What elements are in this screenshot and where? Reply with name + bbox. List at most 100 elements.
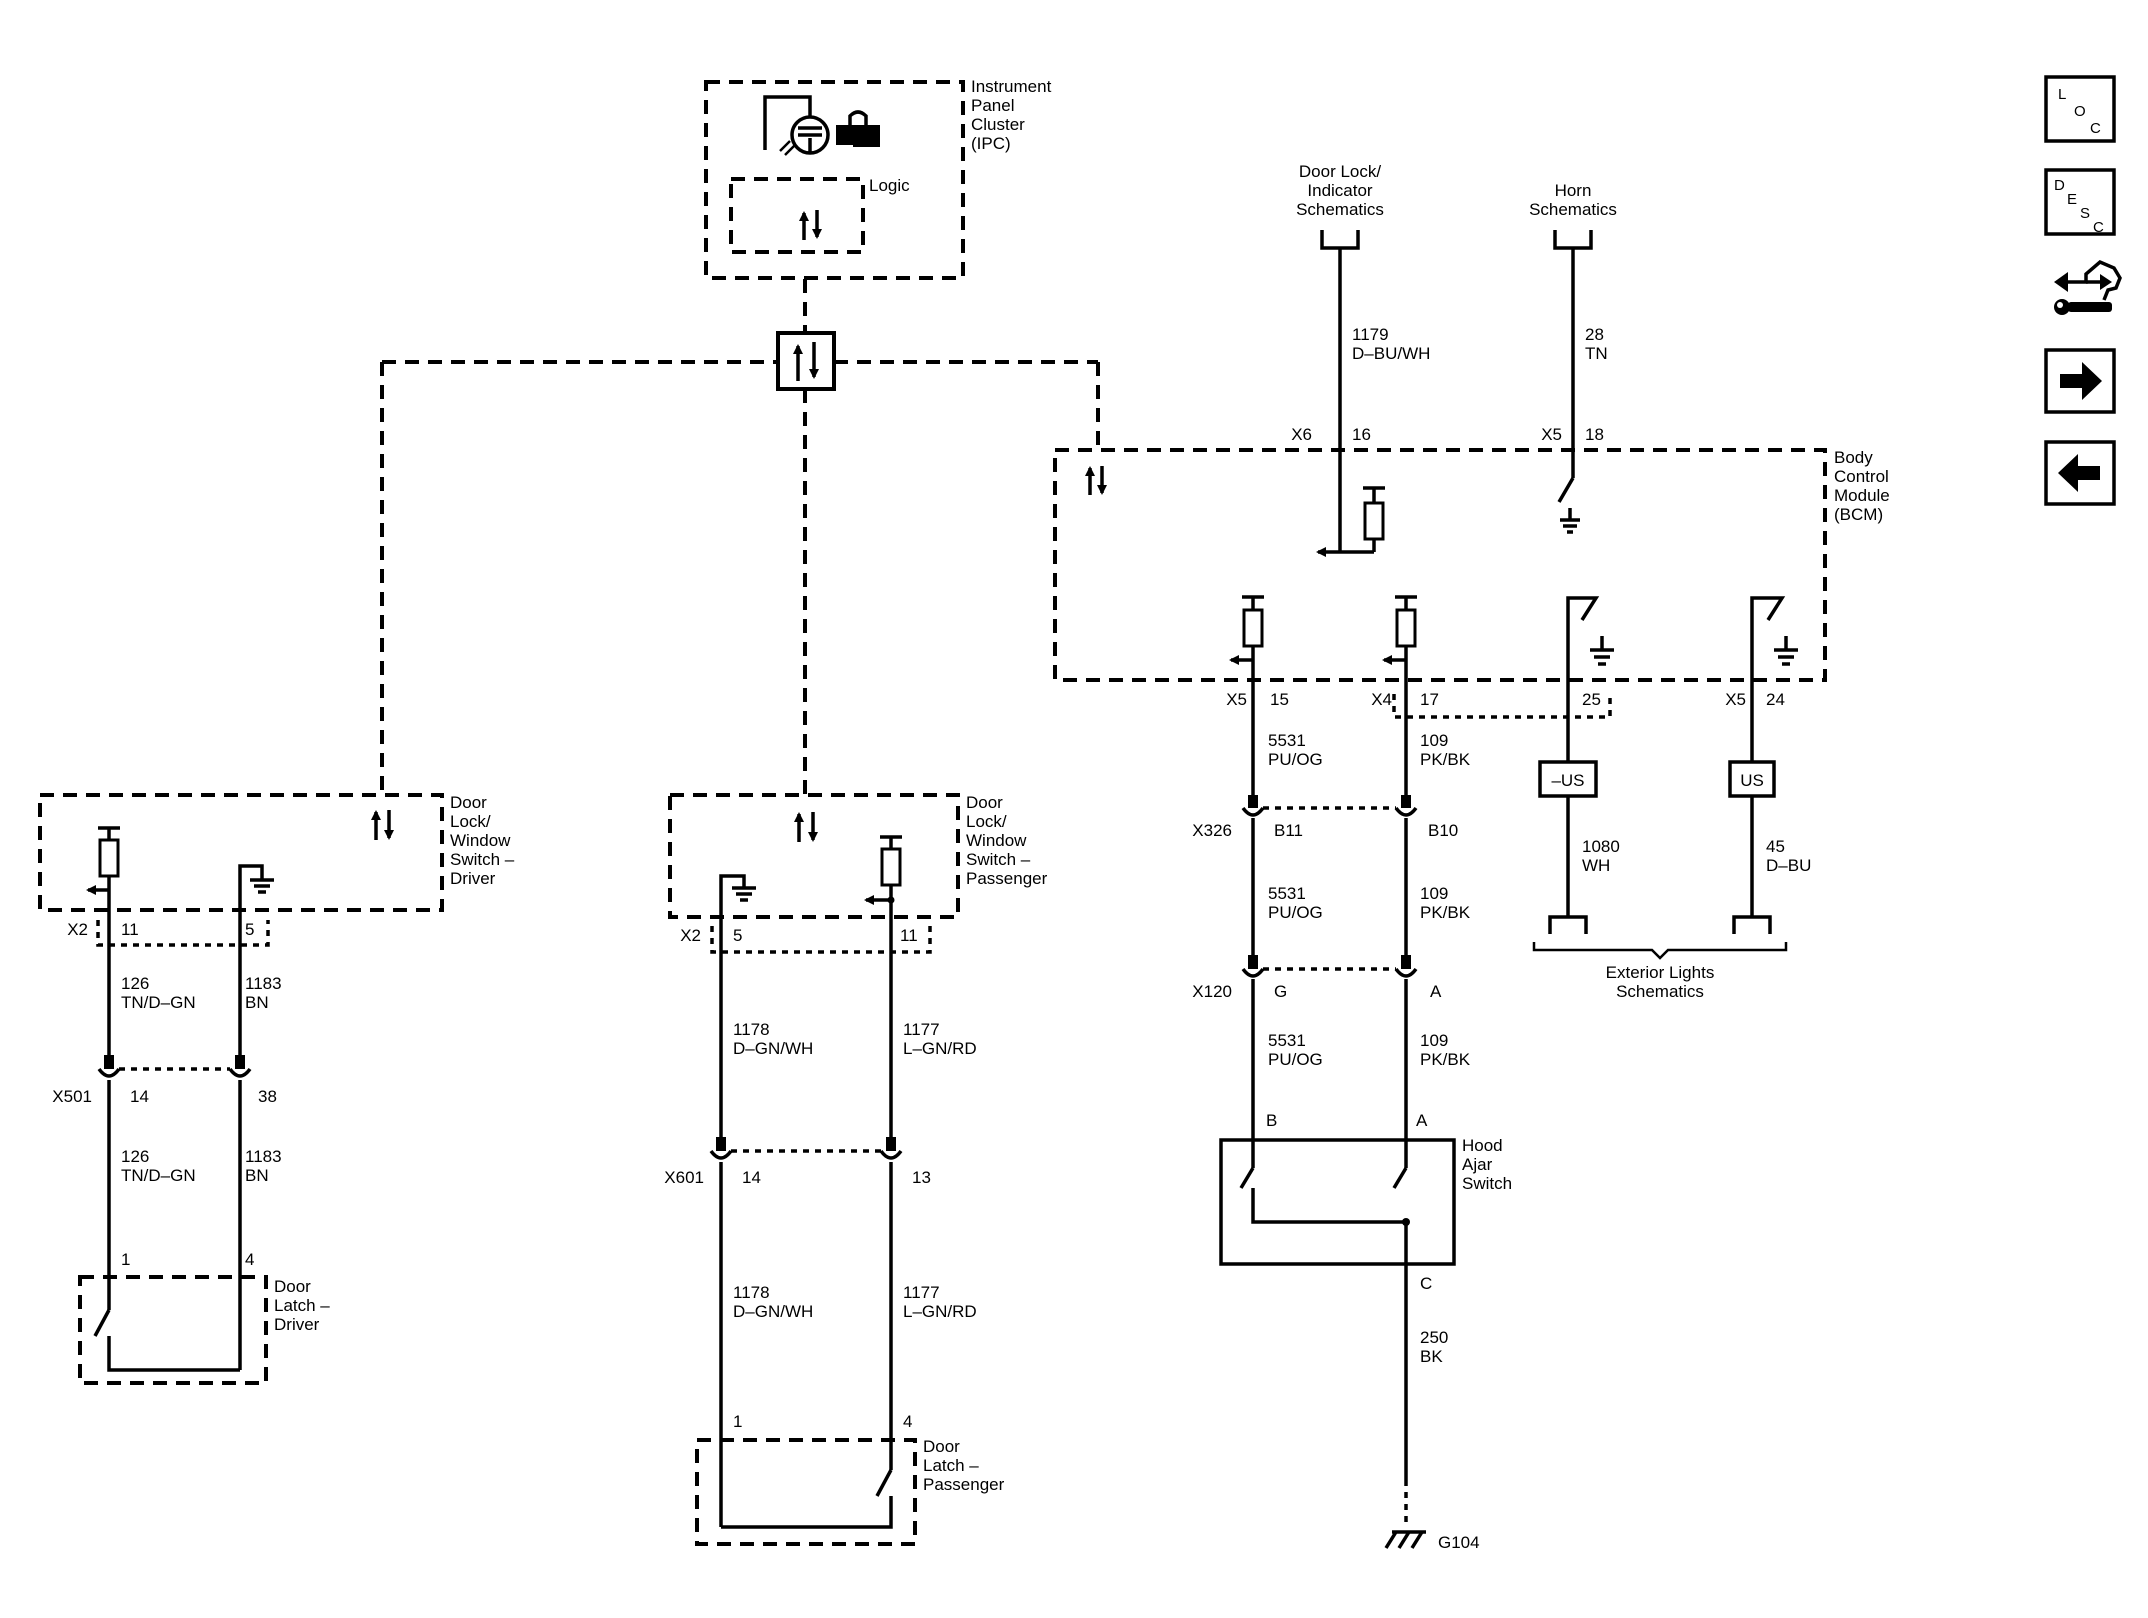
connector-x501-label: X501 [52, 1087, 92, 1106]
ref-door-lock-3: Schematics [1296, 200, 1384, 219]
wire-1183-a-color: BN [245, 993, 269, 1012]
driver-switch-label-5: Driver [450, 869, 496, 888]
arrow-right-icon [2060, 362, 2102, 400]
ref-ext-lights-1: Exterior Lights [1606, 963, 1715, 982]
pin-17-label: 17 [1420, 690, 1439, 709]
latch-passenger-pin-4-label: 4 [903, 1412, 912, 1431]
wire-1179-color: D–BU/WH [1352, 344, 1430, 363]
wire-109-c-color: PK/BK [1420, 1050, 1471, 1069]
ipc-label-4: (IPC) [971, 134, 1011, 153]
wire-126-a-color: TN/D–GN [121, 993, 196, 1012]
wire-109-b-circuit: 109 [1420, 884, 1448, 903]
desc-letter-d: D [2054, 177, 2065, 194]
connector-x120-label: X120 [1192, 982, 1232, 1001]
location-view-button[interactable]: L O C [2044, 75, 2116, 143]
description-view-button[interactable]: D E S C [2044, 168, 2116, 236]
hood-label-2: Ajar [1462, 1155, 1493, 1174]
wire-126-b-circuit: 126 [121, 1147, 149, 1166]
passenger-switch-label-2: Lock/ [966, 812, 1007, 831]
door-switch-passenger: Door Lock/ Window Switch – Passenger [668, 793, 1048, 1145]
passenger-switch-label-4: Switch – [966, 850, 1031, 869]
pin-25-label: 25 [1582, 690, 1601, 709]
latch-driver-label-3: Driver [274, 1315, 320, 1334]
loc-letter-l: L [2058, 86, 2066, 103]
bcm-bus-arrows-icon [1085, 466, 1107, 495]
ground-g104-label: G104 [1438, 1533, 1480, 1552]
desc-letter-c: C [2093, 219, 2104, 236]
wire-126-a-circuit: 126 [121, 974, 149, 993]
latch-passenger-pin-1-label: 1 [733, 1412, 742, 1431]
wire-109-a-circuit: 109 [1420, 731, 1448, 750]
x501-connector [97, 1055, 252, 1078]
serial-data-bus [380, 279, 1100, 795]
driver-switch-label-4: Switch – [450, 850, 515, 869]
wire-5531-c-color: PU/OG [1268, 1050, 1323, 1069]
wire-1178-a-color: D–GN/WH [733, 1039, 813, 1058]
connector-end-view-icon[interactable] [2054, 259, 2122, 315]
option-not-us-label: –US [1551, 771, 1584, 790]
driver-switch-label-2: Lock/ [450, 812, 491, 831]
ref-door-lock-2: Indicator [1307, 181, 1373, 200]
bcm-label-2: Control [1834, 467, 1889, 486]
previous-page-button[interactable] [2044, 440, 2116, 506]
connector-x601-label: X601 [664, 1168, 704, 1187]
wire-1183-b-color: BN [245, 1166, 269, 1185]
hood-pin-c-label: C [1420, 1274, 1432, 1293]
pin-g-label: G [1274, 982, 1287, 1001]
wire-45-color: D–BU [1766, 856, 1811, 875]
wire-28-circuit: 28 [1585, 325, 1604, 344]
door-latch-driver: 1 4 Door Latch – Driver [78, 1250, 330, 1385]
wire-1183-b-circuit: 1183 [245, 1147, 282, 1166]
wire-126-b-color: TN/D–GN [121, 1166, 196, 1185]
wire-250-circuit: 250 [1420, 1328, 1448, 1347]
wire-1178-b-color: D–GN/WH [733, 1302, 813, 1321]
wire-1177-b-color: L–GN/RD [903, 1302, 977, 1321]
ipc-logic-label: Logic [869, 176, 910, 195]
ref-horn-2: Schematics [1529, 200, 1617, 219]
wire-5531-b-circuit: 5531 [1268, 884, 1306, 903]
next-page-button[interactable] [2044, 348, 2116, 414]
horn-schematics-link[interactable]: Horn Schematics [1529, 181, 1617, 250]
x601-pin-14-label: 14 [742, 1168, 761, 1187]
connector-x5-right-label: X5 [1725, 690, 1746, 709]
not-us-option-box [1538, 760, 1598, 798]
bcm-label-4: (BCM) [1834, 505, 1883, 524]
us-option-box [1728, 760, 1776, 798]
wire-1080-circuit: 1080 [1582, 837, 1620, 856]
driver-switch-label-1: Door [450, 793, 487, 812]
connector-x4-label: X4 [1371, 690, 1392, 709]
pin-15-label: 15 [1270, 690, 1289, 709]
wire-45-circuit: 45 [1766, 837, 1785, 856]
x501-pin-38-label: 38 [258, 1087, 277, 1106]
pin-18-label: 18 [1585, 425, 1604, 444]
x601-pin-13-label: 13 [912, 1168, 931, 1187]
hood-label-3: Switch [1462, 1174, 1512, 1193]
option-us-label: US [1740, 771, 1764, 790]
connector-x2-driver-label: X2 [67, 920, 88, 939]
bidirectional-arrows-icon [799, 210, 822, 240]
wire-1178-a-circuit: 1178 [733, 1020, 770, 1039]
pin-b10-label: B10 [1428, 821, 1458, 840]
wire-5531-c-circuit: 5531 [1268, 1031, 1306, 1050]
door-switch-driver: Door Lock/ Window Switch – Driver [38, 793, 515, 1066]
arrow-left-icon [2058, 454, 2100, 492]
hood-pin-b-label: B [1266, 1111, 1277, 1130]
bcm-label-1: Body [1834, 448, 1873, 467]
hood-label-1: Hood [1462, 1136, 1503, 1155]
wire-5531-b-color: PU/OG [1268, 903, 1323, 922]
door-lock-indicator-schematics-link[interactable]: Door Lock/ Indicator Schematics [1296, 162, 1384, 250]
latch-passenger-label-3: Passenger [923, 1475, 1005, 1494]
wire-28-color: TN [1585, 344, 1608, 363]
loc-letter-o: O [2074, 103, 2086, 120]
hood-ajar-switch: B A Hood Ajar Switch [1219, 1111, 1512, 1266]
ref-ext-lights-2: Schematics [1616, 982, 1704, 1001]
ipc-label-2: Panel [971, 96, 1014, 115]
loc-letter-c: C [2090, 120, 2101, 137]
bcm-label-3: Module [1834, 486, 1890, 505]
passenger-pin-5-label: 5 [733, 926, 742, 945]
ref-horn-1: Horn [1555, 181, 1592, 200]
exterior-lights-schematics-link[interactable]: Exterior Lights Schematics [1532, 942, 1788, 1001]
latch-passenger-label-1: Door [923, 1437, 960, 1456]
latch-passenger-label-2: Latch – [923, 1456, 979, 1475]
latch-driver-label-1: Door [274, 1277, 311, 1296]
